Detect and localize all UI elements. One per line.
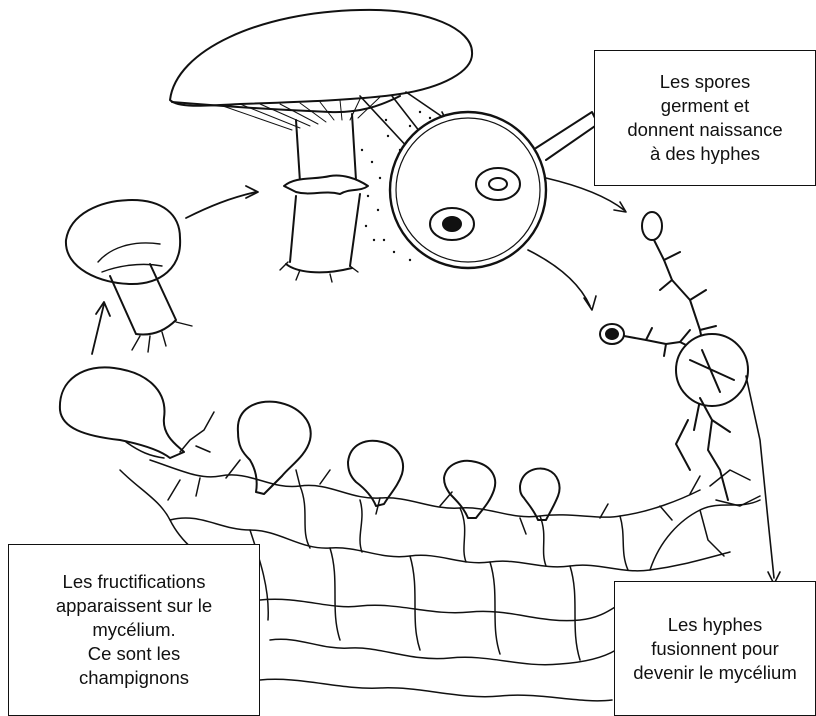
mature-mushroom-stem-base (286, 194, 360, 272)
label-hyphae-line-1: Les hyphes (668, 613, 763, 637)
primordium-5 (520, 469, 560, 520)
primordium-1 (60, 367, 184, 458)
young-mushroom (66, 200, 192, 352)
mature-mushroom-ring (284, 175, 368, 194)
label-fruit-line-5: champignons (79, 666, 189, 690)
magnifier-handle (536, 112, 598, 160)
label-fruit-line-1: Les fructifications (63, 570, 206, 594)
primordia (60, 367, 560, 520)
label-spores-line-2: germent et (661, 94, 749, 118)
magnifier-rim-outer (390, 112, 546, 268)
mature-mushroom-cap (170, 10, 472, 106)
germinating-spores (600, 212, 780, 584)
label-hyphae-fuse: Les hyphes fusionnent pour devenir le my… (614, 581, 816, 716)
magnifier-spores (390, 112, 598, 268)
label-spores-germinate: Les spores germent et donnent naissance … (594, 50, 816, 186)
primordium-2 (238, 402, 311, 494)
young-mushroom-cap (66, 200, 180, 284)
label-fructifications: Les fructifications apparaissent sur le … (8, 544, 260, 716)
label-spores-line-4: à des hyphes (650, 142, 760, 166)
label-spores-line-1: Les spores (660, 70, 751, 94)
label-fruit-line-3: mycélium. (92, 618, 175, 642)
label-spores-line-3: donnent naissance (627, 118, 782, 142)
label-hyphae-line-2: fusionnent pour (651, 637, 779, 661)
germ-spore-1 (642, 212, 662, 240)
primordium-4 (444, 461, 495, 518)
spore-cell-1 (476, 168, 520, 200)
label-fruit-line-2: apparaissent sur le (56, 594, 212, 618)
label-fruit-line-4: Ce sont les (88, 642, 181, 666)
label-hyphae-line-3: devenir le mycélium (633, 661, 796, 685)
spore-cell-2 (430, 208, 474, 240)
